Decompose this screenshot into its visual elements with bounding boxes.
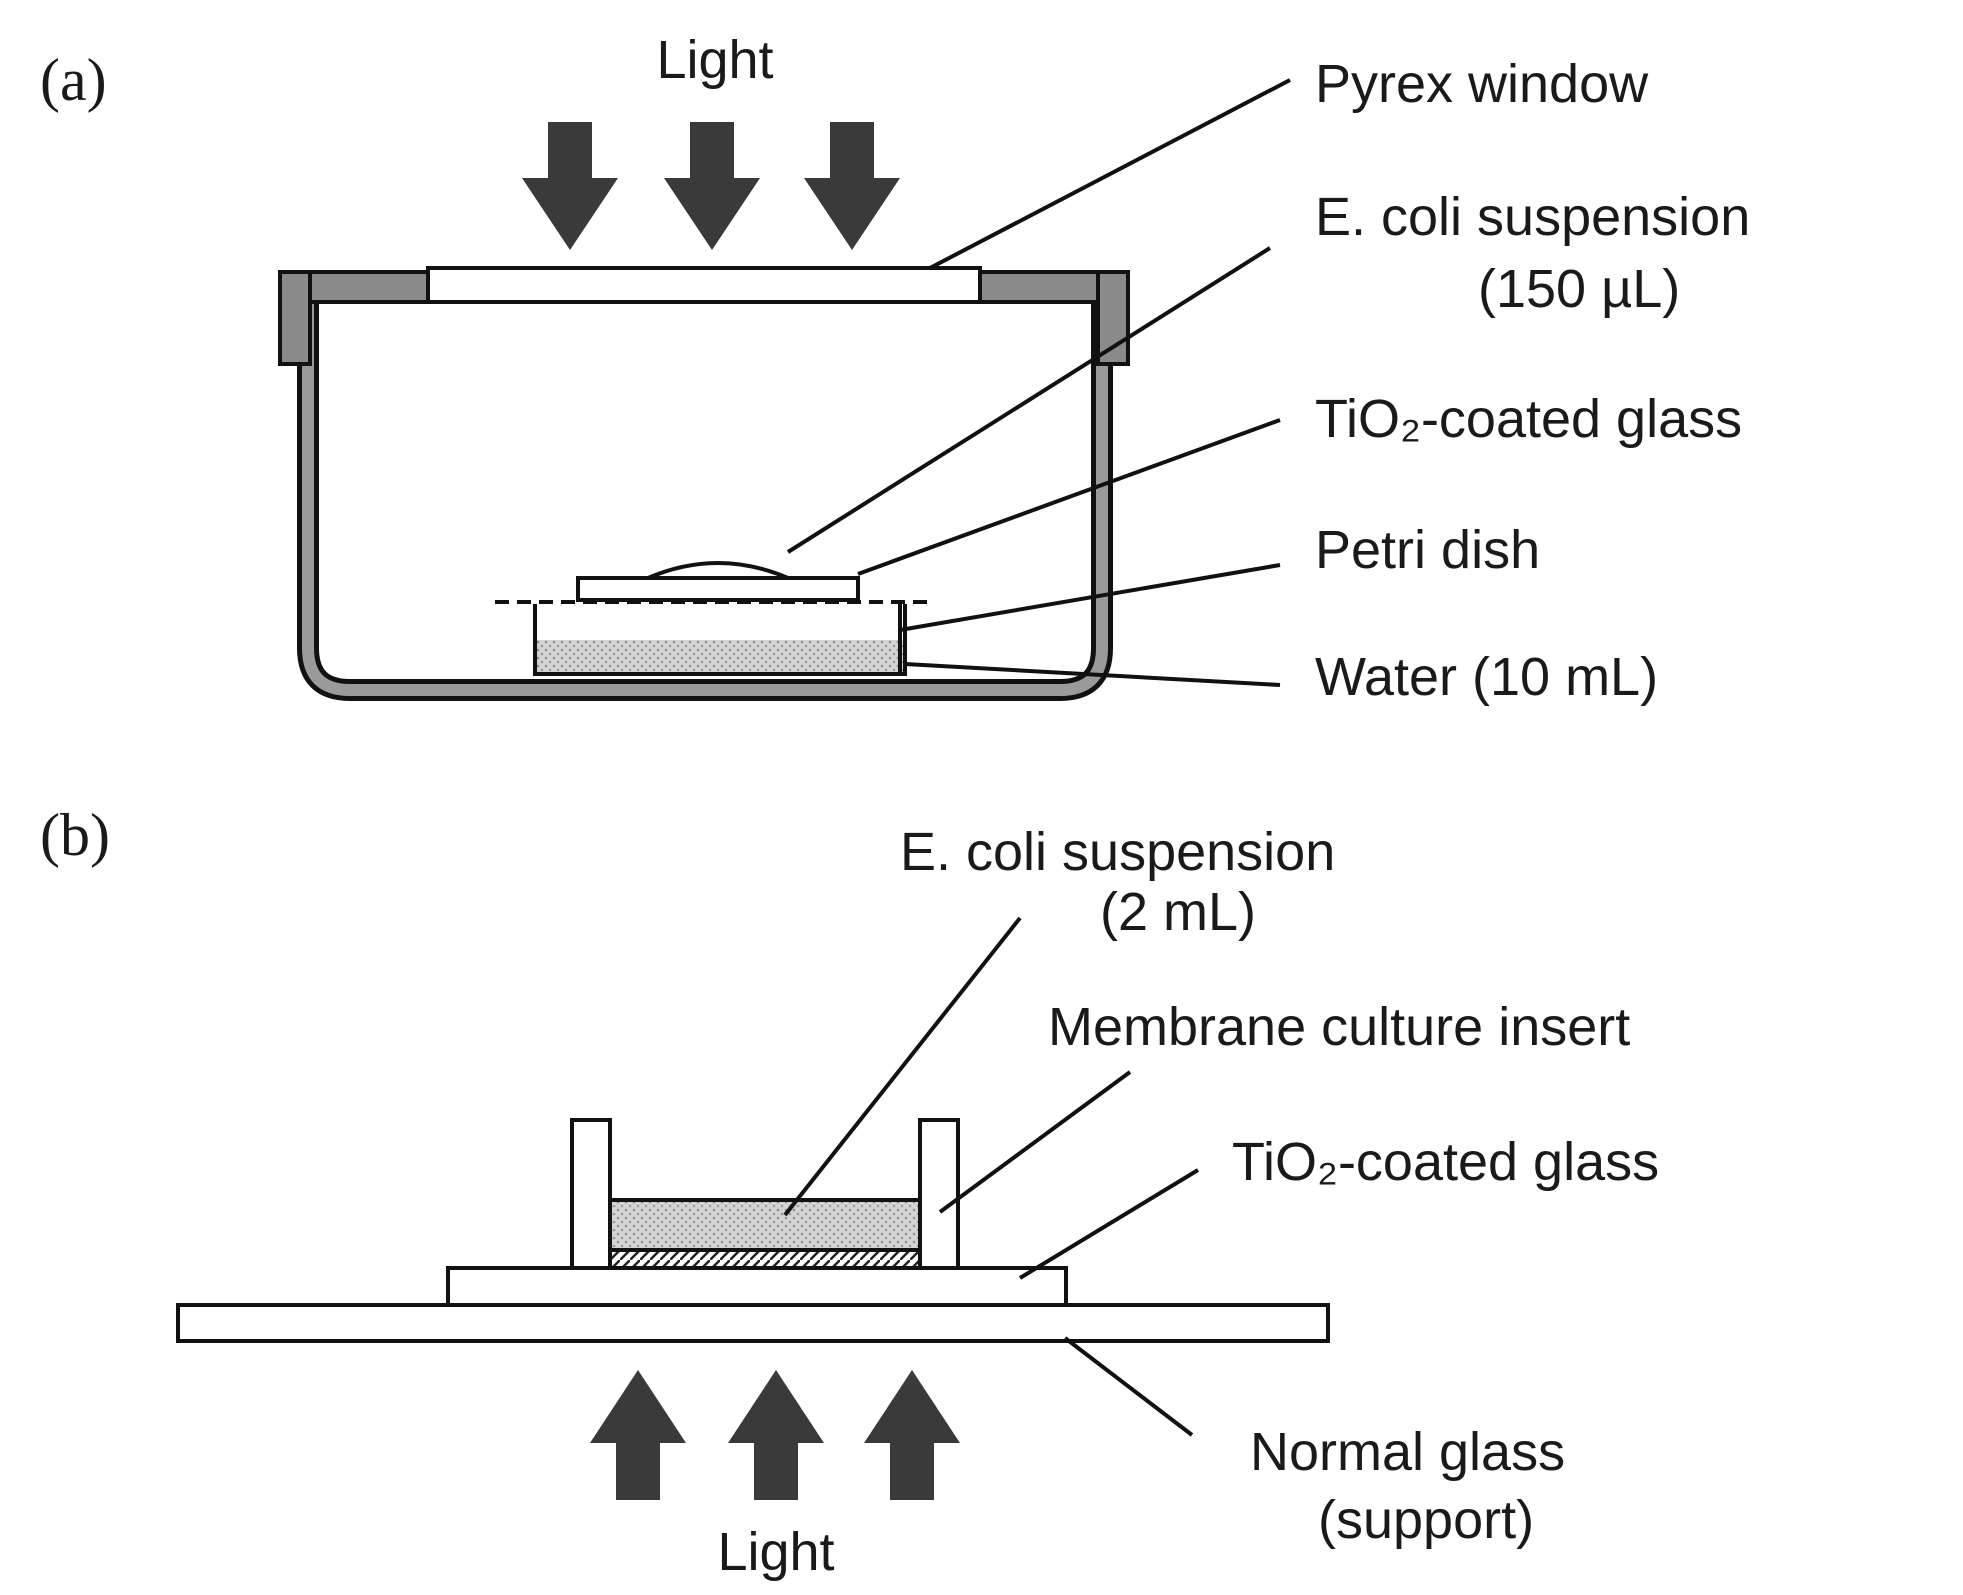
panel-a-tag: (a): [40, 47, 107, 113]
label-tio2-glass-b: TiO₂-coated glass: [1232, 1132, 1659, 1192]
ecoli-droplet: [647, 561, 789, 580]
petri-dish: [533, 604, 907, 676]
membrane-culture-insert: [570, 1118, 960, 1270]
up-arrow-icon: [728, 1370, 824, 1500]
label-water: Water (10 mL): [1315, 647, 1658, 707]
label-ecoli-suspension-b: E. coli suspension: [900, 822, 1335, 882]
down-arrow-icon: [664, 122, 760, 250]
label-petri-dish: Petri dish: [1315, 520, 1540, 580]
down-arrow-icon: [804, 122, 900, 250]
label-pyrex-window: Pyrex window: [1315, 54, 1649, 114]
down-arrow-icon: [522, 122, 618, 250]
chamber-vessel: [297, 300, 1113, 701]
normal-glass-support: [176, 1303, 1330, 1343]
panel-b-tag: (b): [40, 802, 110, 868]
label-normal-glass: Normal glass: [1250, 1422, 1565, 1482]
light-arrows-up: [590, 1370, 960, 1500]
label-membrane-insert: Membrane culture insert: [1048, 997, 1630, 1057]
panel-b-leader-lines: [783, 916, 1200, 1437]
up-arrow-icon: [864, 1370, 960, 1500]
pyrex-window: [426, 266, 982, 304]
label-ecoli-volume-a: (150 µL): [1478, 259, 1680, 319]
label-ecoli-suspension-a: E. coli suspension: [1315, 187, 1750, 247]
tio2-coated-glass-a: [576, 576, 860, 602]
panel-a: (a) Light: [40, 30, 1750, 707]
panel-b-light-label: Light: [717, 1522, 834, 1582]
up-arrow-icon: [590, 1370, 686, 1500]
tio2-coated-glass-b: [446, 1266, 1068, 1307]
label-ecoli-volume-b: (2 mL): [1100, 882, 1256, 942]
panel-a-light-label: Light: [656, 30, 773, 90]
light-arrows-down: [522, 122, 900, 250]
panel-b: (b) Light E. coli suspension (2 mL: [40, 802, 1659, 1582]
chamber-lid: [278, 270, 1130, 366]
panel-a-leader-lines: [786, 78, 1291, 687]
label-normal-glass-support: (support): [1318, 1490, 1534, 1550]
label-tio2-glass-a: TiO₂-coated glass: [1315, 389, 1742, 449]
